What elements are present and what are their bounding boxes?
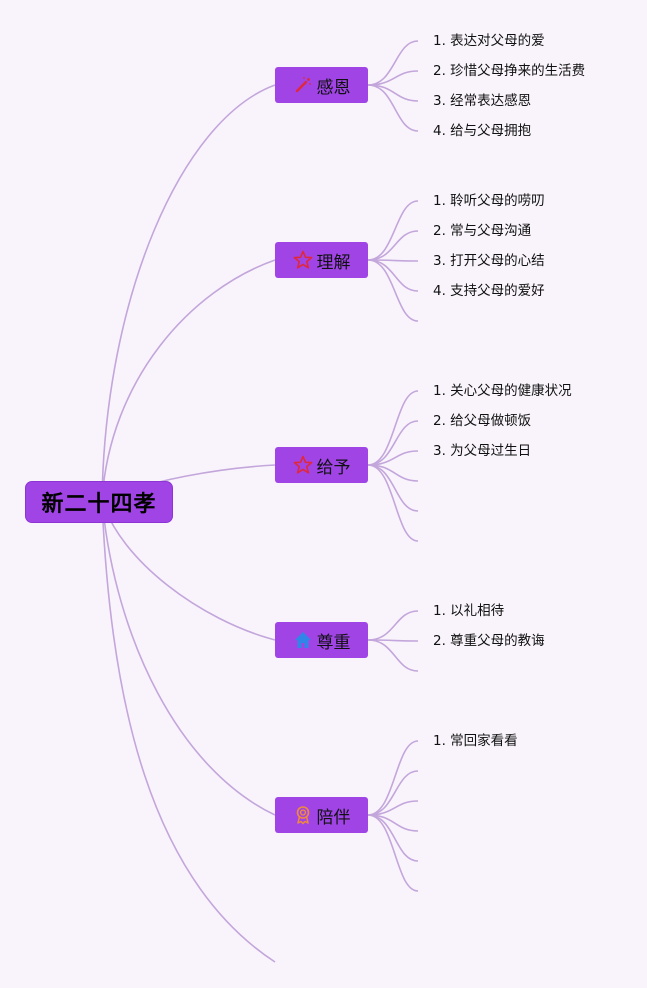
- connector-branch-leaf: [367, 84, 419, 102]
- connector-branch-leaf: [367, 639, 419, 672]
- connector-root-empty: [101, 499, 276, 963]
- branch-label: 感恩: [316, 77, 351, 98]
- connector-branch-leaf: [367, 200, 419, 261]
- connector-branch-leaf: [367, 464, 419, 542]
- leaf-item[interactable]: 4. 给与父母拥抱: [433, 123, 532, 139]
- connector-root-understanding: [101, 259, 276, 501]
- leaf-item[interactable]: 1. 聆听父母的唠叨: [433, 193, 545, 209]
- star-outline-icon: [293, 455, 313, 475]
- leaf-item[interactable]: 1. 以礼相待: [433, 603, 505, 619]
- connector-root-companionship: [101, 499, 276, 816]
- branch-label: 尊重: [316, 632, 351, 653]
- connector-branch-leaf: [367, 610, 419, 641]
- leaf-item[interactable]: 1. 表达对父母的爱: [433, 33, 545, 49]
- leaf-item[interactable]: 2. 尊重父母的教诲: [433, 633, 545, 649]
- connector-branch-leaf: [367, 40, 419, 86]
- connector-branch-leaf: [367, 814, 419, 892]
- leaf-item[interactable]: 1. 常回家看看: [433, 733, 518, 749]
- connector-branch-leaf: [367, 390, 419, 466]
- star-outline-icon: [293, 250, 313, 270]
- branch-node-respect[interactable]: 尊重: [275, 622, 368, 658]
- connector-branch-leaf: [367, 420, 419, 466]
- root-node[interactable]: 新二十四孝: [25, 481, 173, 523]
- connector-root-gratitude: [101, 84, 276, 501]
- branch-label: 给予: [316, 457, 351, 478]
- leaf-item[interactable]: 4. 支持父母的爱好: [433, 283, 545, 299]
- leaf-item[interactable]: 2. 给父母做顿饭: [433, 413, 532, 429]
- connector-branch-leaf: [367, 259, 419, 322]
- branch-label: 理解: [316, 252, 351, 273]
- home-icon: [293, 630, 313, 650]
- connector-branch-leaf: [367, 84, 419, 132]
- connector-branch-leaf: [367, 740, 419, 816]
- award-ribbon-icon: [293, 805, 313, 825]
- leaf-item[interactable]: 3. 为父母过生日: [433, 443, 532, 459]
- branch-node-companionship[interactable]: 陪伴: [275, 797, 368, 833]
- root-label: 新二十四孝: [41, 492, 157, 517]
- leaf-item[interactable]: 2. 常与父母沟通: [433, 223, 532, 239]
- magic-wand-icon: [293, 75, 313, 95]
- leaf-item[interactable]: 3. 经常表达感恩: [433, 93, 532, 109]
- leaf-item[interactable]: 2. 珍惜父母挣来的生活费: [433, 63, 586, 79]
- branch-node-gratitude[interactable]: 感恩: [275, 67, 368, 103]
- branch-label: 陪伴: [316, 807, 351, 828]
- leaf-item[interactable]: 3. 打开父母的心结: [433, 253, 545, 269]
- leaf-item[interactable]: 1. 关心父母的健康状况: [433, 383, 572, 399]
- connector-branch-leaf: [367, 770, 419, 816]
- branch-node-giving[interactable]: 给予: [275, 447, 368, 483]
- branch-node-understanding[interactable]: 理解: [275, 242, 368, 278]
- connector-branch-leaf: [367, 230, 419, 261]
